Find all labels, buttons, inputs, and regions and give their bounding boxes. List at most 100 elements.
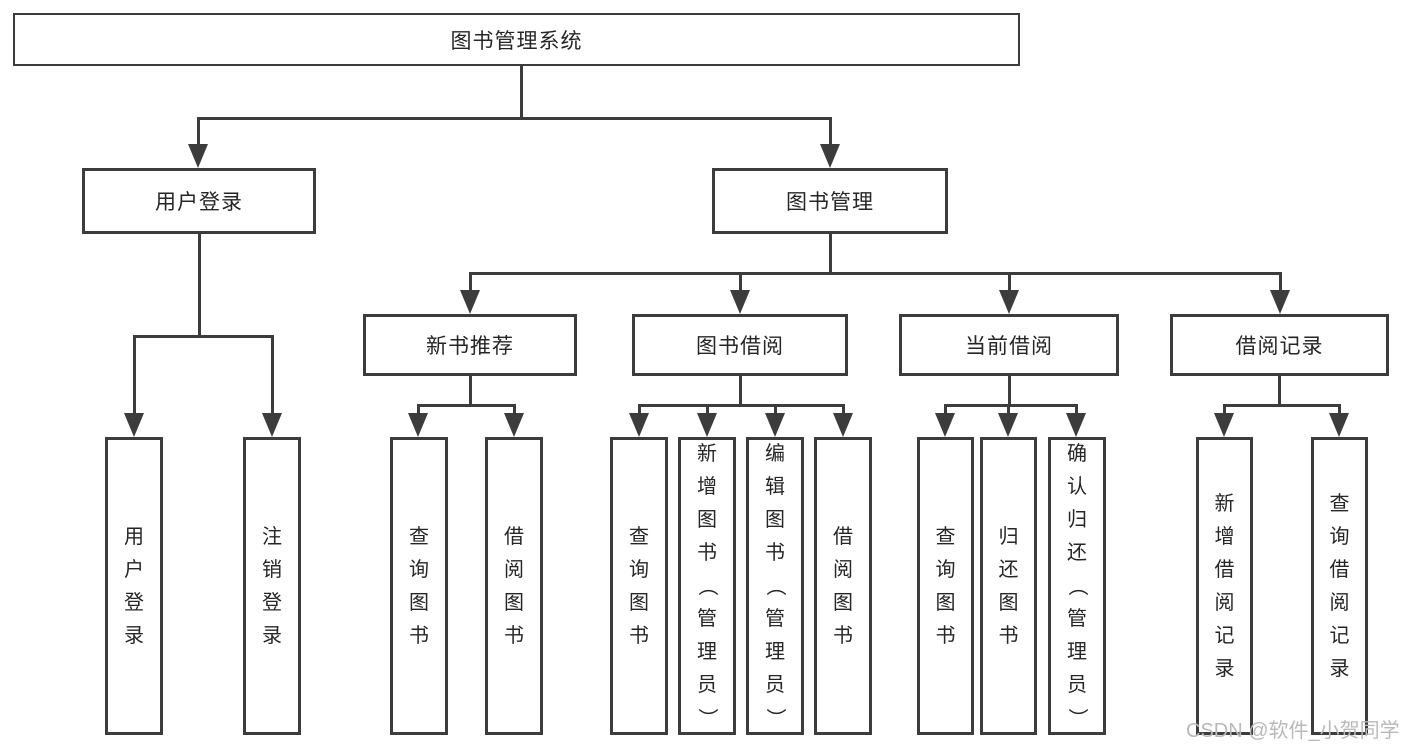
connector-line [739, 272, 742, 292]
vertical-char: 增 [1214, 525, 1235, 548]
arrowhead-down-icon [833, 413, 853, 437]
connector-line [1279, 272, 1282, 292]
vertical-char: ） [764, 708, 786, 728]
leaf-user-login: 用户登录 [105, 437, 163, 735]
node-label: 图书管理 [786, 191, 874, 214]
arrowhead-down-icon [262, 413, 282, 437]
vertical-char: 借 [1329, 558, 1350, 581]
vertical-char: 确 [1067, 443, 1087, 465]
connector-line [944, 404, 947, 416]
vertical-char: 书 [935, 624, 956, 647]
vertical-char: 阅 [1214, 591, 1235, 614]
leaf-label: 用户登录 [124, 527, 144, 646]
connector-line [739, 376, 742, 407]
connector-line [198, 234, 201, 337]
vertical-char: 登 [124, 591, 144, 614]
vertical-char: 员 [765, 674, 785, 696]
vertical-char: 图 [629, 591, 649, 614]
vertical-char: 阅 [504, 558, 524, 581]
vertical-char: 归 [1067, 509, 1087, 531]
vertical-char: 用 [124, 525, 144, 548]
leaf-borrow-books-recommend: 借阅图书 [485, 437, 543, 735]
vertical-char: 记 [1329, 624, 1350, 647]
connector-line [520, 66, 523, 118]
vertical-char: 理 [1067, 641, 1087, 663]
vertical-char: 查 [629, 525, 649, 548]
vertical-char: 查 [935, 525, 956, 548]
vertical-char: 记 [1214, 624, 1235, 647]
vertical-char: 图 [504, 591, 524, 614]
node-library-management-system: 图书管理系统 [13, 13, 1020, 66]
connector-line [1223, 404, 1340, 407]
connector-line [417, 404, 516, 407]
leaf-confirm-return-admin: 确认归还（管理员） [1048, 437, 1106, 735]
leaf-query-books-borrowing: 查询图书 [610, 437, 668, 735]
node-label: 图书管理系统 [450, 29, 583, 53]
vertical-char: 新 [697, 443, 717, 465]
arrowhead-down-icon [1270, 290, 1290, 314]
vertical-char: 编 [765, 443, 785, 465]
vertical-char: 销 [262, 558, 282, 581]
vertical-char: 管 [765, 608, 785, 630]
connector-line [706, 404, 709, 416]
leaf-label: 注销登录 [262, 527, 282, 646]
leaf-label: 新增借阅记录 [1215, 494, 1235, 679]
connector-line [133, 335, 136, 415]
vertical-char: 归 [998, 525, 1019, 548]
leaf-label: 新增图书（管理员） [696, 443, 718, 728]
node-book-borrowing: 图书借阅 [632, 314, 848, 376]
arrowhead-down-icon [124, 413, 144, 437]
vertical-char: 书 [998, 624, 1019, 647]
arrowhead-down-icon [1066, 413, 1086, 437]
vertical-char: 书 [765, 542, 785, 564]
vertical-char: 询 [409, 558, 429, 581]
arrowhead-down-icon [999, 290, 1019, 314]
leaf-edit-books-admin: 编辑图书（管理员） [746, 437, 804, 735]
arrowhead-down-icon [697, 413, 717, 437]
vertical-char: 新 [1214, 492, 1235, 515]
leaf-add-books-admin: 新增图书（管理员） [678, 437, 736, 735]
vertical-char: 询 [1329, 525, 1350, 548]
vertical-char: 查 [1329, 492, 1350, 515]
connector-line [469, 376, 472, 407]
vertical-char: 辑 [765, 476, 785, 498]
arrowhead-down-icon [629, 413, 649, 437]
vertical-char: （ [1066, 576, 1088, 596]
vertical-char: ） [696, 708, 718, 728]
watermark: CSDN @软件_小贺同学 [1186, 720, 1400, 742]
vertical-char: 理 [765, 641, 785, 663]
vertical-char: ） [1066, 708, 1088, 728]
arrowhead-down-icon [188, 144, 208, 168]
arrowhead-down-icon [460, 290, 480, 314]
vertical-char: 还 [998, 558, 1019, 581]
connector-line [829, 117, 832, 147]
node-label: 借阅记录 [1235, 335, 1324, 358]
vertical-char: 借 [504, 525, 524, 548]
vertical-char: 借 [1214, 558, 1235, 581]
vertical-char: 管 [1067, 608, 1087, 630]
connector-line [774, 404, 777, 416]
arrowhead-down-icon [820, 144, 840, 168]
vertical-char: 员 [697, 674, 717, 696]
vertical-char: 注 [262, 525, 282, 548]
node-new-book-recommend: 新书推荐 [363, 314, 577, 376]
connector-line [1223, 404, 1226, 416]
vertical-char: 图 [833, 591, 853, 614]
leaf-label: 借阅图书 [504, 527, 524, 646]
connector-line [1007, 404, 1010, 416]
connector-line [1278, 376, 1281, 407]
connector-line [469, 272, 472, 292]
vertical-char: 录 [124, 624, 144, 647]
node-label: 新书推荐 [426, 335, 514, 358]
vertical-char: 询 [935, 558, 956, 581]
leaf-label: 查询借阅记录 [1330, 494, 1350, 679]
arrowhead-down-icon [504, 413, 524, 437]
vertical-char: （ [764, 576, 786, 596]
arrowhead-down-icon [408, 413, 428, 437]
node-label: 当前借阅 [965, 335, 1053, 358]
vertical-char: 认 [1067, 476, 1087, 498]
vertical-char: 阅 [1329, 591, 1350, 614]
connector-line [133, 335, 274, 338]
connector-line [271, 335, 274, 415]
